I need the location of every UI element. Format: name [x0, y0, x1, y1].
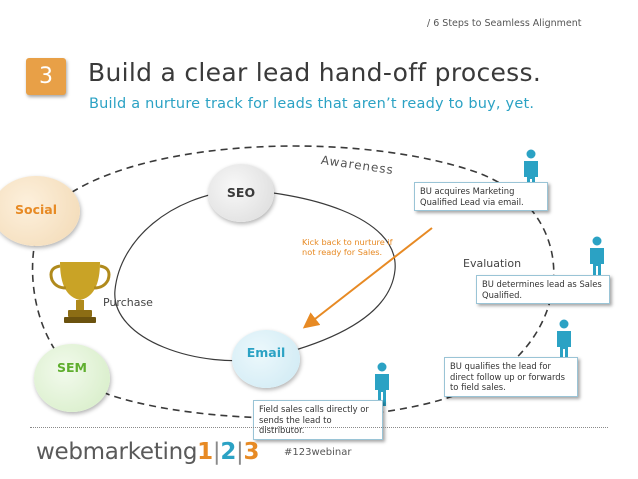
- email-label: Email: [246, 345, 286, 360]
- logo-number-2: 2: [220, 439, 237, 465]
- kickback-label: Kick back to nurture if not ready for Sa…: [302, 237, 393, 257]
- email-circle: Email: [232, 330, 300, 388]
- sem-circle: SEM: [34, 344, 110, 412]
- note-sales-qualified: BU determines lead as Sales Qualified.: [476, 275, 610, 304]
- step-badge: 3: [26, 58, 66, 95]
- page-subtitle: Build a nurture track for leads that are…: [89, 96, 535, 112]
- person-icon: [590, 236, 604, 280]
- stage-purchase: Purchase: [103, 296, 153, 309]
- logo-text: webmarketing: [36, 439, 198, 465]
- footer-divider: [30, 427, 608, 428]
- hashtag: #123webinar: [284, 447, 352, 458]
- social-label: Social: [14, 202, 57, 217]
- logo-number-3: 3: [243, 439, 260, 465]
- breadcrumb: / 6 Steps to Seamless Alignment: [427, 18, 582, 29]
- note-marketing-qualified: BU acquires Marketing Qualified Lead via…: [414, 182, 548, 211]
- seo-label: SEO: [226, 185, 256, 200]
- social-circle: Social: [0, 176, 80, 246]
- logo-separator: |: [212, 439, 221, 465]
- person-icon: [557, 319, 571, 363]
- sem-label: SEM: [57, 360, 87, 375]
- person-icon: [375, 362, 389, 406]
- note-follow-up: BU qualifies the lead for direct follow …: [444, 357, 578, 397]
- note-field-sales: Field sales calls directly or sends the …: [253, 400, 383, 440]
- logo-number-1: 1: [197, 439, 213, 465]
- logo: webmarketing1|2|3: [36, 439, 260, 465]
- kickback-arrow-icon: [302, 227, 433, 329]
- page-title: Build a clear lead hand-off process.: [88, 58, 542, 87]
- trophy-icon: [49, 262, 111, 323]
- step-number: 3: [39, 64, 53, 89]
- stage-evaluation: Evaluation: [463, 257, 522, 270]
- seo-circle: SEO: [208, 164, 274, 222]
- logo-separator: |: [236, 439, 244, 465]
